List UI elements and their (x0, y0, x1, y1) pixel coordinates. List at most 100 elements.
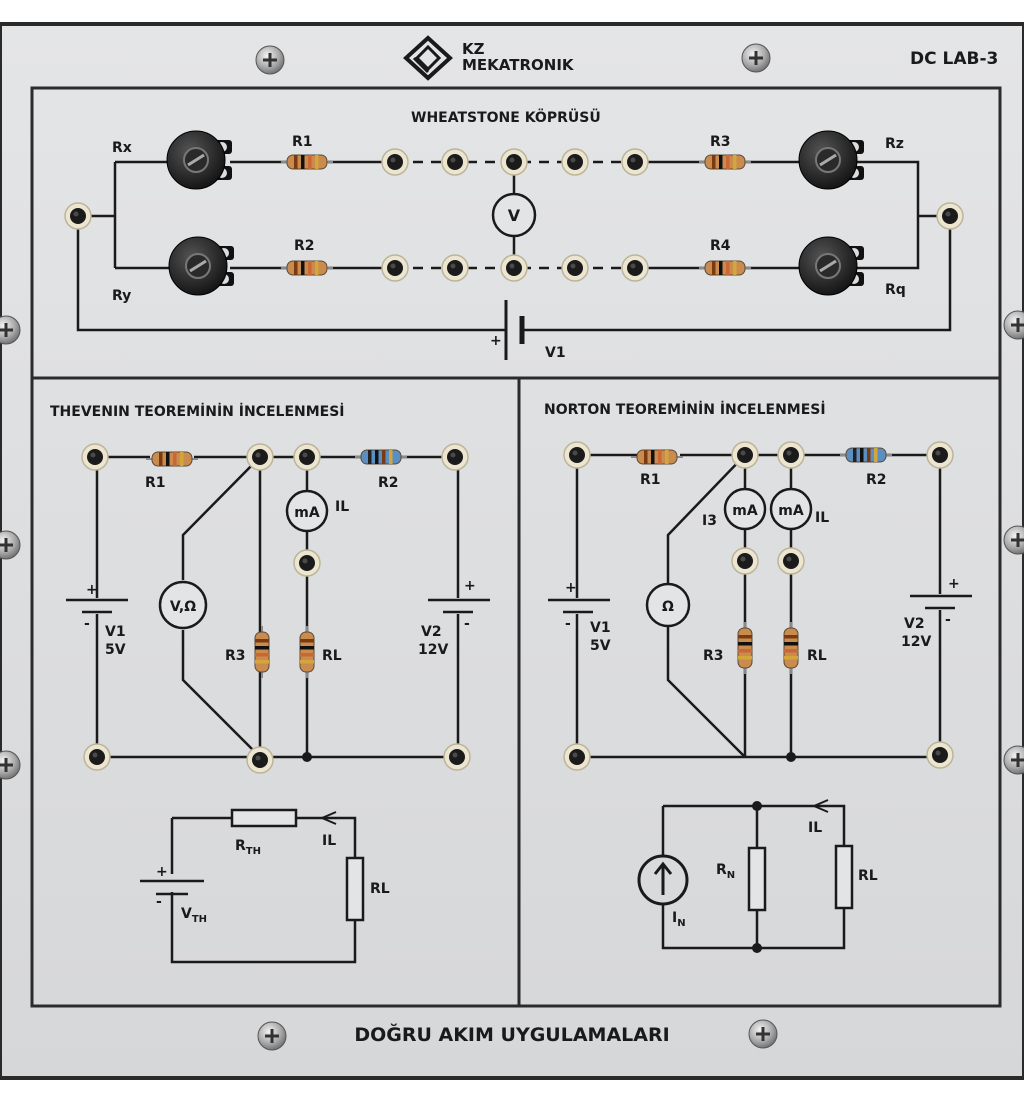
banana-socket[interactable] (563, 441, 591, 469)
model-label: DC LAB-3 (910, 49, 998, 69)
banana-socket[interactable] (731, 547, 759, 575)
thevenin-v1-plus: + (86, 582, 98, 598)
thevenin-v1-value: 5V (105, 642, 126, 658)
voltmeter-symbol (491, 192, 537, 238)
banana-socket[interactable] (246, 443, 274, 471)
voltmeter-label: V (508, 206, 521, 225)
banana-socket[interactable] (936, 202, 964, 230)
potentiometer-rx[interactable] (166, 130, 232, 190)
norton-ma-label-1: mA (732, 503, 758, 519)
footer-title: DOĞRU AKIM UYGULAMALARI (354, 1022, 669, 1046)
norton-label-rl: RL (807, 648, 827, 664)
banana-socket[interactable] (926, 441, 954, 469)
thevenin-vo-label: V,Ω (170, 599, 196, 615)
banana-socket[interactable] (563, 743, 591, 771)
label-rq: Rq (885, 282, 906, 298)
thevenin-ma-label: mA (294, 505, 320, 521)
thevenin-v2-plus: + (464, 578, 476, 594)
resistor-rl-thevenin (299, 626, 315, 678)
label-r4: R4 (710, 238, 731, 254)
label-rx: Rx (112, 140, 132, 156)
banana-socket[interactable] (246, 746, 274, 774)
resistor-r3-thevenin (254, 626, 270, 678)
screw-head (1003, 745, 1024, 775)
potentiometer-ry[interactable] (168, 236, 234, 296)
brand-logo (403, 35, 453, 81)
thevenin-label-rl: RL (322, 648, 342, 664)
banana-socket[interactable] (293, 443, 321, 471)
resistor-r4-wheatstone (699, 260, 751, 276)
banana-socket[interactable] (83, 743, 111, 771)
brand-line1: KZ (462, 40, 485, 58)
lower-frame (30, 376, 1002, 1008)
thevenin-title: THEVENIN TEOREMİNİN İNCELENMESİ (50, 403, 345, 420)
source-plus: + (490, 333, 502, 349)
norton-eq-in: IN (672, 910, 686, 929)
norton-label-r2: R2 (866, 472, 887, 488)
banana-socket[interactable] (561, 254, 589, 282)
banana-socket[interactable] (381, 254, 409, 282)
norton-label-r1: R1 (640, 472, 661, 488)
screw-head (748, 1019, 778, 1049)
thevenin-v1-label: V1 (105, 624, 126, 640)
label-r1: R1 (292, 134, 313, 150)
thevenin-v2-minus: - (464, 616, 470, 632)
banana-socket[interactable] (777, 441, 805, 469)
norton-v2-plus: + (948, 576, 960, 592)
banana-socket[interactable] (500, 254, 528, 282)
thevenin-vo-meter (158, 580, 208, 630)
norton-current-source (637, 854, 689, 906)
screw-head (0, 750, 21, 780)
thevenin-il-label: IL (335, 499, 349, 515)
resistor-rl-norton (783, 622, 799, 674)
resistor-r2-thevenin (355, 449, 407, 465)
norton-label-il: IL (815, 510, 829, 526)
thevenin-label-r3: R3 (225, 648, 246, 664)
norton-eq-rn: RN (716, 862, 735, 881)
banana-socket[interactable] (381, 148, 409, 176)
screw-head (741, 43, 771, 73)
thevenin-eq-minus: - (156, 894, 162, 910)
banana-socket[interactable] (926, 741, 954, 769)
banana-socket[interactable] (561, 148, 589, 176)
thevenin-ma-meter (285, 489, 329, 533)
banana-socket[interactable] (621, 254, 649, 282)
banana-socket[interactable] (621, 148, 649, 176)
resistor-r1-norton (631, 449, 683, 465)
thevenin-v1-minus: - (84, 616, 90, 632)
screw-head (1003, 525, 1024, 555)
banana-socket[interactable] (441, 254, 469, 282)
banana-socket[interactable] (731, 441, 759, 469)
banana-socket[interactable] (64, 202, 92, 230)
thevenin-eq-il: IL (322, 833, 336, 849)
resistor-r1-wheatstone (281, 154, 333, 170)
banana-socket[interactable] (81, 443, 109, 471)
banana-socket[interactable] (777, 547, 805, 575)
norton-v2-value: 12V (901, 634, 931, 650)
banana-socket[interactable] (441, 148, 469, 176)
thevenin-eq-vth: VTH (181, 906, 207, 925)
banana-socket[interactable] (443, 743, 471, 771)
norton-v1-value: 5V (590, 638, 611, 654)
potentiometer-rz[interactable] (798, 130, 864, 190)
norton-v1-plus: + (565, 580, 577, 596)
label-ry: Ry (112, 288, 131, 304)
norton-title: NORTON TEOREMİNİN İNCELENMESİ (544, 401, 826, 418)
banana-socket[interactable] (441, 443, 469, 471)
brand-line2: MEKATRONIK (462, 56, 575, 74)
norton-label-i3: I3 (702, 513, 717, 529)
label-r3: R3 (710, 134, 731, 150)
screw-head (255, 45, 285, 75)
resistor-r2-norton (840, 447, 892, 463)
norton-ohm-label: Ω (662, 599, 674, 615)
norton-eq-il: IL (808, 820, 822, 836)
wheatstone-title: WHEATSTONE KÖPRÜSÜ (411, 108, 601, 126)
banana-socket[interactable] (500, 148, 528, 176)
potentiometer-rq[interactable] (798, 236, 864, 296)
thevenin-v2-value: 12V (418, 642, 448, 658)
banana-socket[interactable] (293, 549, 321, 577)
norton-ma-meter-i3 (723, 487, 767, 531)
label-r2: R2 (294, 238, 315, 254)
thevenin-eq-plus: + (156, 864, 168, 880)
